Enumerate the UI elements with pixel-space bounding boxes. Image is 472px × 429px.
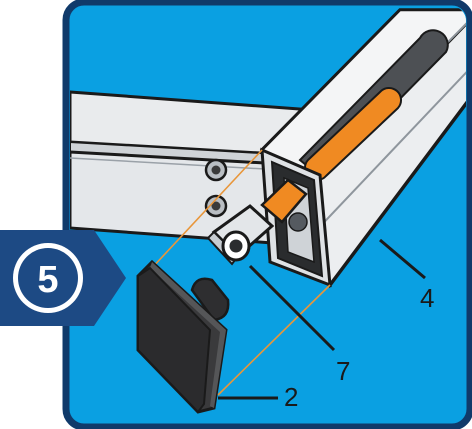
step-number: 5: [37, 259, 58, 301]
callout-label-connector: 7: [336, 356, 350, 386]
callout-label-end-cap: 2: [284, 382, 298, 412]
callout-label-profile: 4: [420, 283, 434, 313]
